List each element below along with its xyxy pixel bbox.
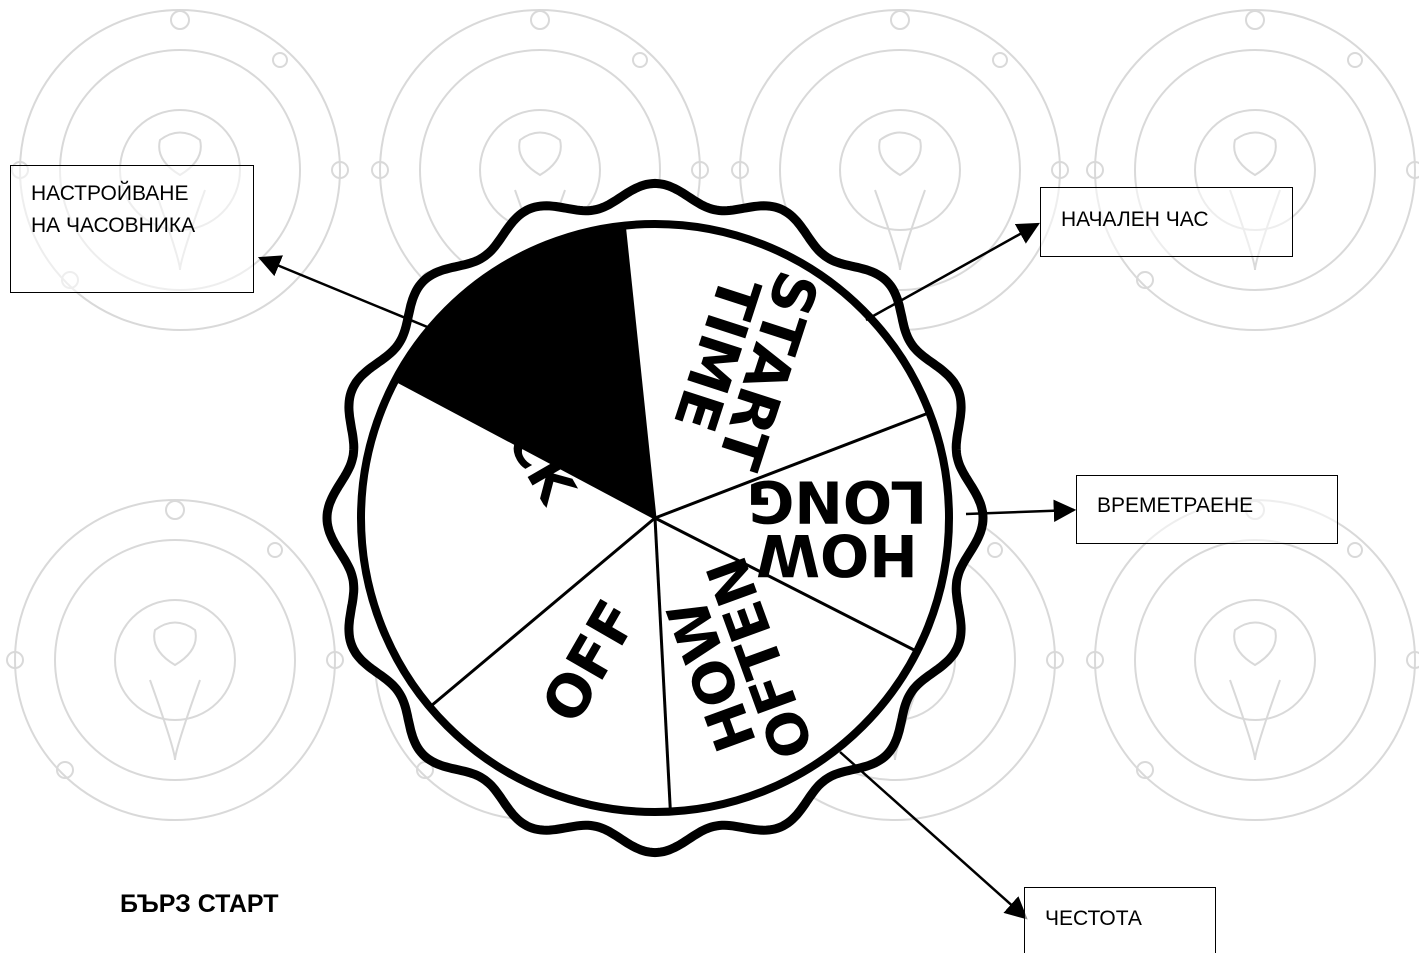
callout-how-long: ВРЕМЕТРАЕНЕ [1076, 475, 1338, 544]
dial-label-how-long-line2: LONG [747, 468, 927, 536]
dial-label-auto: AUTO [398, 492, 552, 550]
callout-set-clock: НАСТРОЙВАНЕ НА ЧАСОВНИКА [10, 165, 254, 293]
callout-start-time: НАЧАЛЕН ЧАС [1040, 187, 1293, 257]
dial-label-auto-line1: AUTO [398, 492, 552, 550]
callout-how-often-label: ЧЕСТОТА [1045, 907, 1142, 930]
callout-set-clock-line2: НА ЧАСОВНИКА [31, 210, 243, 242]
callout-start-time-label: НАЧАЛЕН ЧАС [1061, 208, 1209, 231]
callout-set-clock-line1: НАСТРОЙВАНЕ [31, 178, 243, 210]
callout-how-long-label: ВРЕМЕТРАЕНЕ [1097, 494, 1253, 517]
caption-quick-start: БЪРЗ СТАРТ [120, 890, 279, 919]
callout-how-often: ЧЕСТОТА [1024, 887, 1216, 953]
